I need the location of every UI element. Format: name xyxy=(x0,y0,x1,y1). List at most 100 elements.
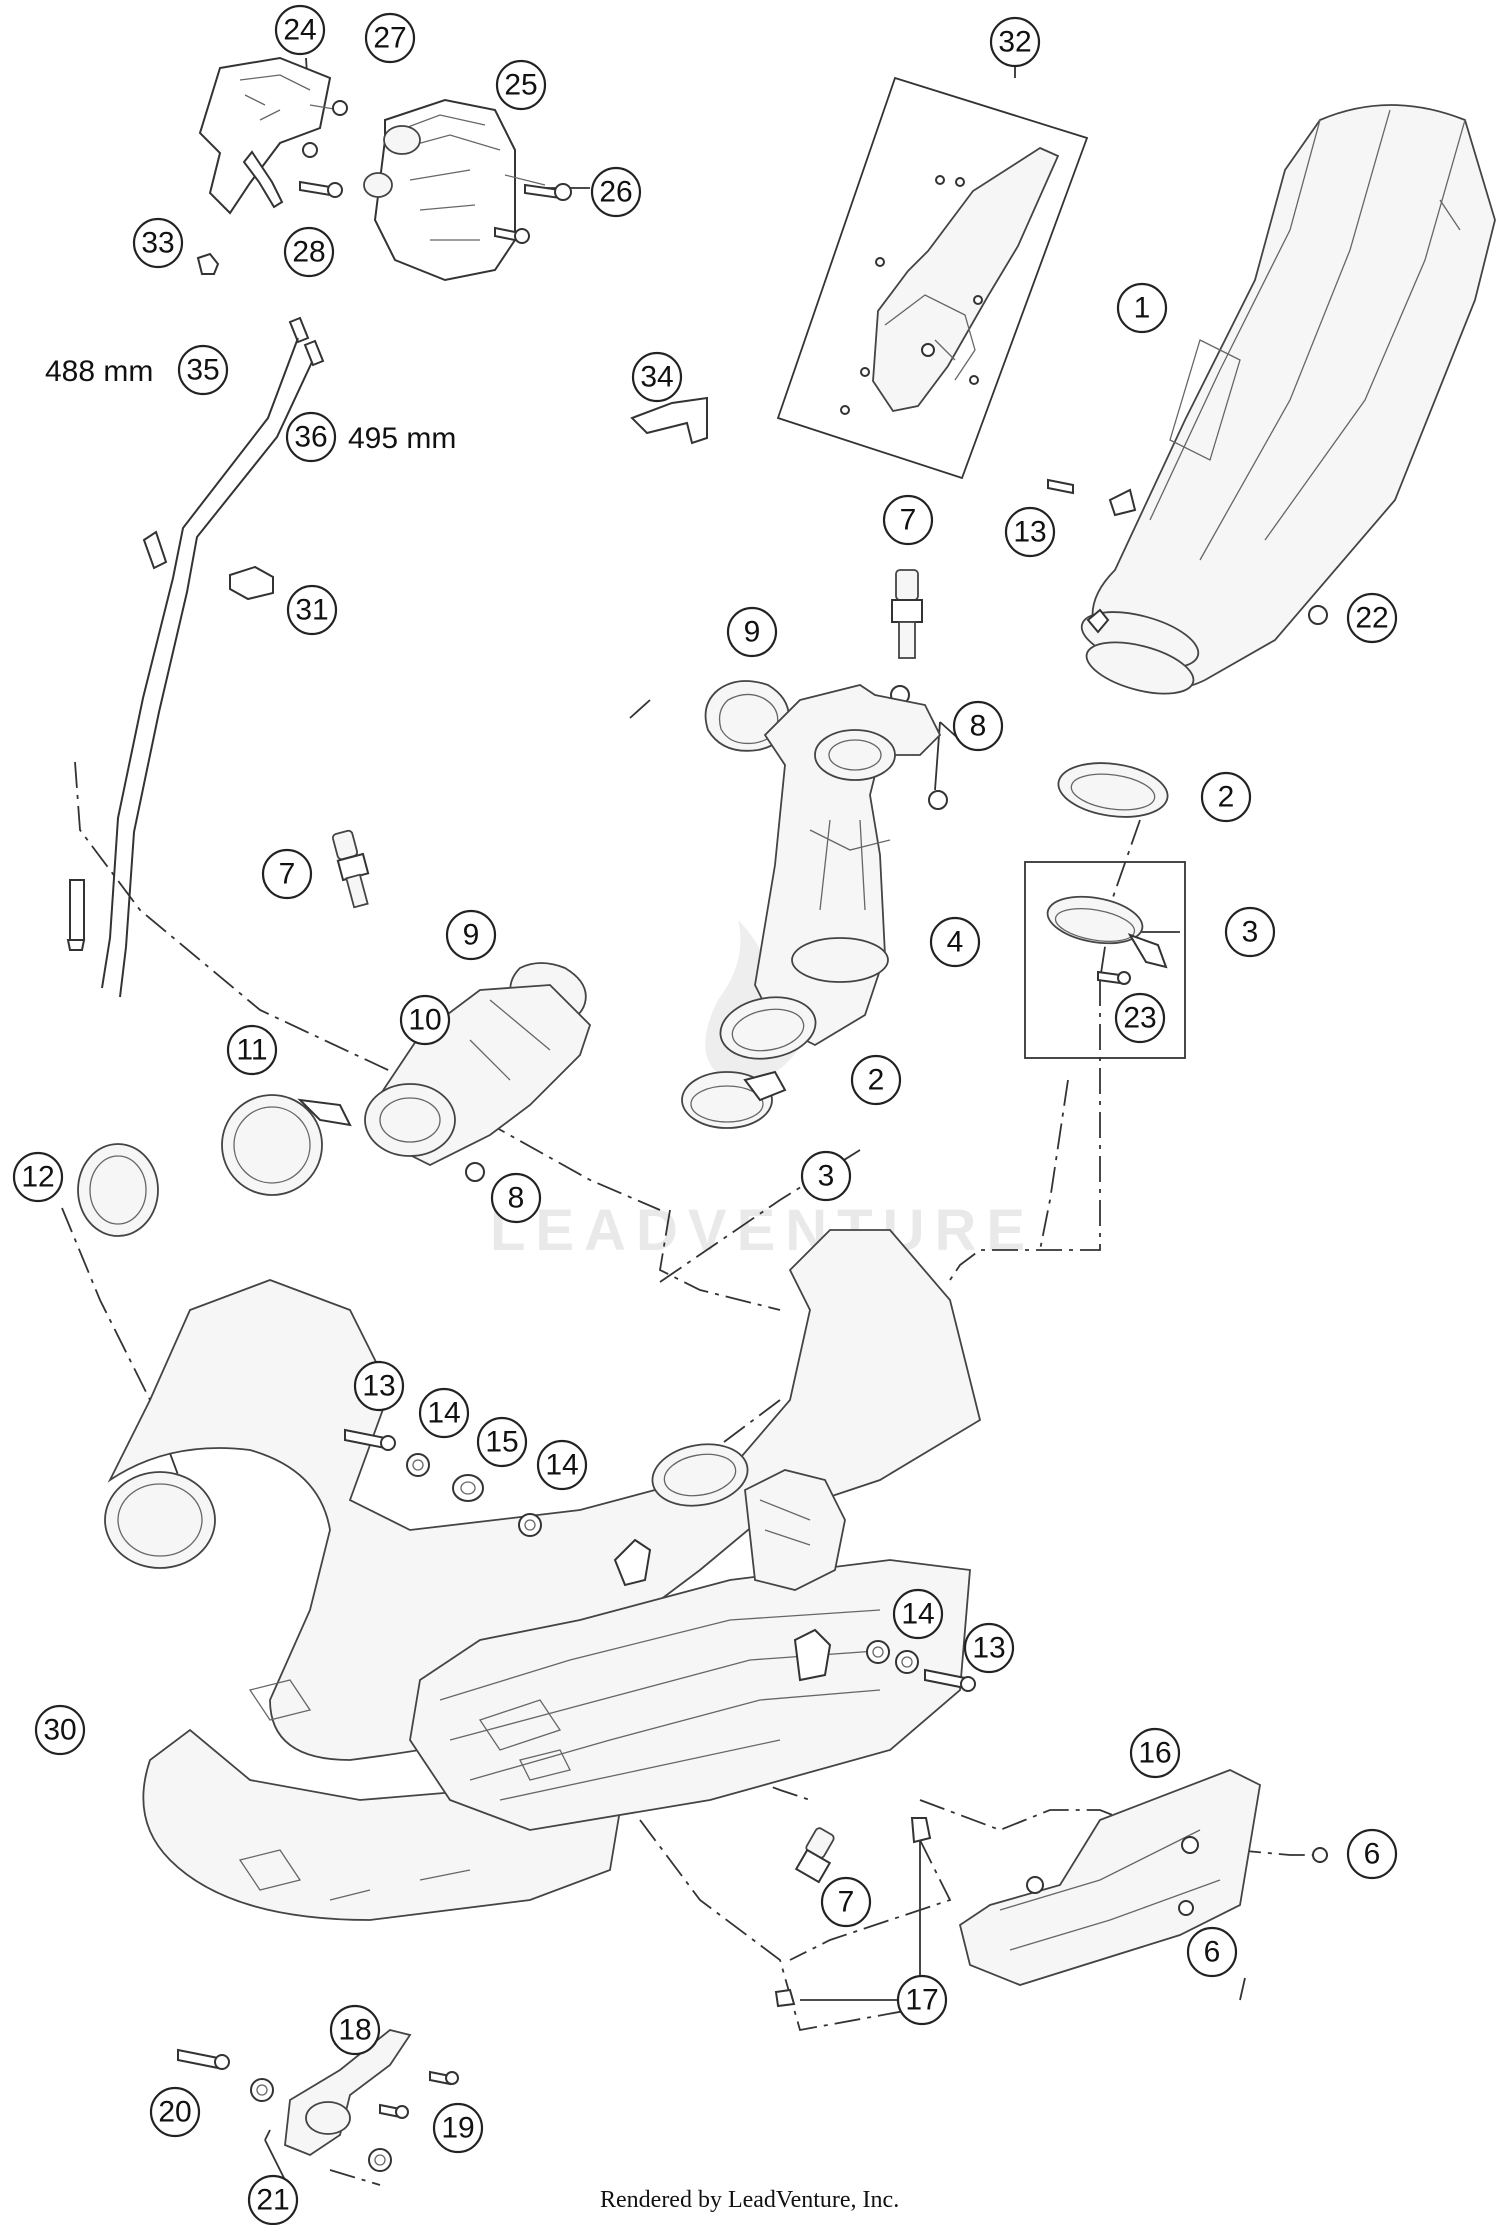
svg-text:18: 18 xyxy=(338,2014,371,2047)
callout-9-upper: 9 xyxy=(726,606,778,658)
part-3-clamp-lower xyxy=(681,1070,787,1129)
part-13-14-right xyxy=(866,1640,976,1692)
part-1-silencer xyxy=(1047,104,1496,695)
callout-8-lower: 8 xyxy=(490,1172,542,1224)
svg-text:25: 25 xyxy=(504,69,537,102)
part-24-bracket xyxy=(198,56,332,215)
part-10-elbow-pipe xyxy=(364,984,592,1167)
callout-13-left: 13 xyxy=(353,1360,405,1412)
svg-text:12: 12 xyxy=(21,1161,54,1194)
callout-4: 4 xyxy=(929,916,981,968)
callout-36: 36 xyxy=(285,411,337,463)
callout-6-a: 6 xyxy=(1346,1828,1398,1880)
svg-text:17: 17 xyxy=(905,1984,938,2017)
callout-28: 28 xyxy=(283,226,335,278)
svg-text:3: 3 xyxy=(818,1160,835,1193)
callout-13-right: 13 xyxy=(963,1622,1015,1674)
svg-text:35: 35 xyxy=(186,354,219,387)
part-4-header-pipe xyxy=(754,684,942,1047)
part-30-main-exhaust xyxy=(104,1229,982,1921)
svg-text:3: 3 xyxy=(1242,916,1259,949)
part-6-nut-a xyxy=(1312,1847,1328,1863)
svg-text:16: 16 xyxy=(1138,1737,1171,1770)
callout-26: 26 xyxy=(590,166,642,218)
callout-20: 20 xyxy=(149,2086,201,2138)
svg-text:30: 30 xyxy=(43,1714,76,1747)
svg-text:23: 23 xyxy=(1123,1002,1156,1035)
callout-12: 12 xyxy=(12,1151,64,1203)
svg-text:13: 13 xyxy=(362,1370,395,1403)
callout-7-upper: 7 xyxy=(882,494,934,546)
part-6-nut-b xyxy=(1178,1900,1194,1916)
part-33-clip xyxy=(196,252,220,275)
svg-text:27: 27 xyxy=(373,22,406,55)
svg-text:6: 6 xyxy=(1364,1838,1381,1871)
callout-31: 31 xyxy=(286,584,338,636)
callout-3-right: 3 xyxy=(1224,906,1276,958)
svg-text:34: 34 xyxy=(640,361,673,394)
callout-13-top: 13 xyxy=(1004,506,1056,558)
svg-text:9: 9 xyxy=(744,616,761,649)
svg-text:7: 7 xyxy=(279,858,296,891)
svg-text:4: 4 xyxy=(947,926,964,959)
callout-7-left: 7 xyxy=(261,848,313,900)
part-11-clamp xyxy=(221,1094,352,1196)
part-2-gasket-lower xyxy=(719,996,817,1060)
part-13-14-15-left xyxy=(344,1428,542,1537)
part-35-36-cable xyxy=(66,316,325,998)
svg-text:24: 24 xyxy=(283,14,316,47)
svg-text:7: 7 xyxy=(838,1886,855,1919)
svg-text:8: 8 xyxy=(970,710,987,743)
watermark-text: LEADVENTURE xyxy=(490,1198,1035,1263)
callout-7-lower: 7 xyxy=(820,1876,872,1928)
callout-6-b: 6 xyxy=(1186,1926,1238,1978)
callout-21: 21 xyxy=(247,2174,299,2225)
svg-text:32: 32 xyxy=(998,26,1031,59)
part-3-clamp-box xyxy=(1024,861,1186,1059)
callout-30: 30 xyxy=(34,1704,86,1756)
part-7-sensor-lower xyxy=(794,1827,835,1884)
callout-23: 23 xyxy=(1114,992,1166,1044)
footer-credit: Rendered by LeadVenture, Inc. xyxy=(600,2187,899,2213)
svg-text:1: 1 xyxy=(1134,292,1151,325)
callout-14-c: 14 xyxy=(892,1588,944,1640)
dimension-495-mm: 495 mm xyxy=(348,422,456,455)
svg-text:20: 20 xyxy=(158,2096,191,2129)
callout-14-b: 14 xyxy=(536,1439,588,1491)
callout-34: 34 xyxy=(631,351,683,403)
callout-8-upper: 8 xyxy=(952,700,1004,752)
callout-27: 27 xyxy=(364,12,416,64)
callout-3-lower: 3 xyxy=(800,1150,852,1202)
svg-text:8: 8 xyxy=(508,1182,525,1215)
callout-10: 10 xyxy=(399,994,451,1046)
callout-11: 11 xyxy=(226,1024,278,1076)
part-27-28-bolts xyxy=(299,100,572,244)
callout-2-lower: 2 xyxy=(850,1054,902,1106)
part-16-heat-shield xyxy=(958,1769,1261,1986)
part-34-clip xyxy=(630,396,708,445)
part-7-sensor-left xyxy=(331,829,370,909)
svg-text:31: 31 xyxy=(295,594,328,627)
callout-33: 33 xyxy=(132,217,184,269)
part-7-sensor-upper xyxy=(891,569,923,659)
svg-text:13: 13 xyxy=(972,1632,1005,1665)
svg-text:15: 15 xyxy=(485,1426,518,1459)
callout-18: 18 xyxy=(329,2004,381,2056)
svg-text:36: 36 xyxy=(294,421,327,454)
svg-text:2: 2 xyxy=(1218,781,1235,814)
callout-16: 16 xyxy=(1129,1727,1181,1779)
part-8-nut-c xyxy=(465,1162,485,1182)
part-17-clip-a xyxy=(910,1817,932,1844)
callout-14-a: 14 xyxy=(418,1387,470,1439)
part-22-nut xyxy=(1308,605,1328,625)
callout-22: 22 xyxy=(1346,592,1398,644)
callout-17: 17 xyxy=(896,1974,948,2026)
callout-25: 25 xyxy=(495,59,547,111)
svg-text:14: 14 xyxy=(901,1598,934,1631)
part-2-gasket-upper xyxy=(1057,762,1169,818)
svg-text:28: 28 xyxy=(292,236,325,269)
svg-text:7: 7 xyxy=(900,504,917,537)
svg-text:33: 33 xyxy=(141,227,174,260)
svg-text:9: 9 xyxy=(463,919,480,952)
